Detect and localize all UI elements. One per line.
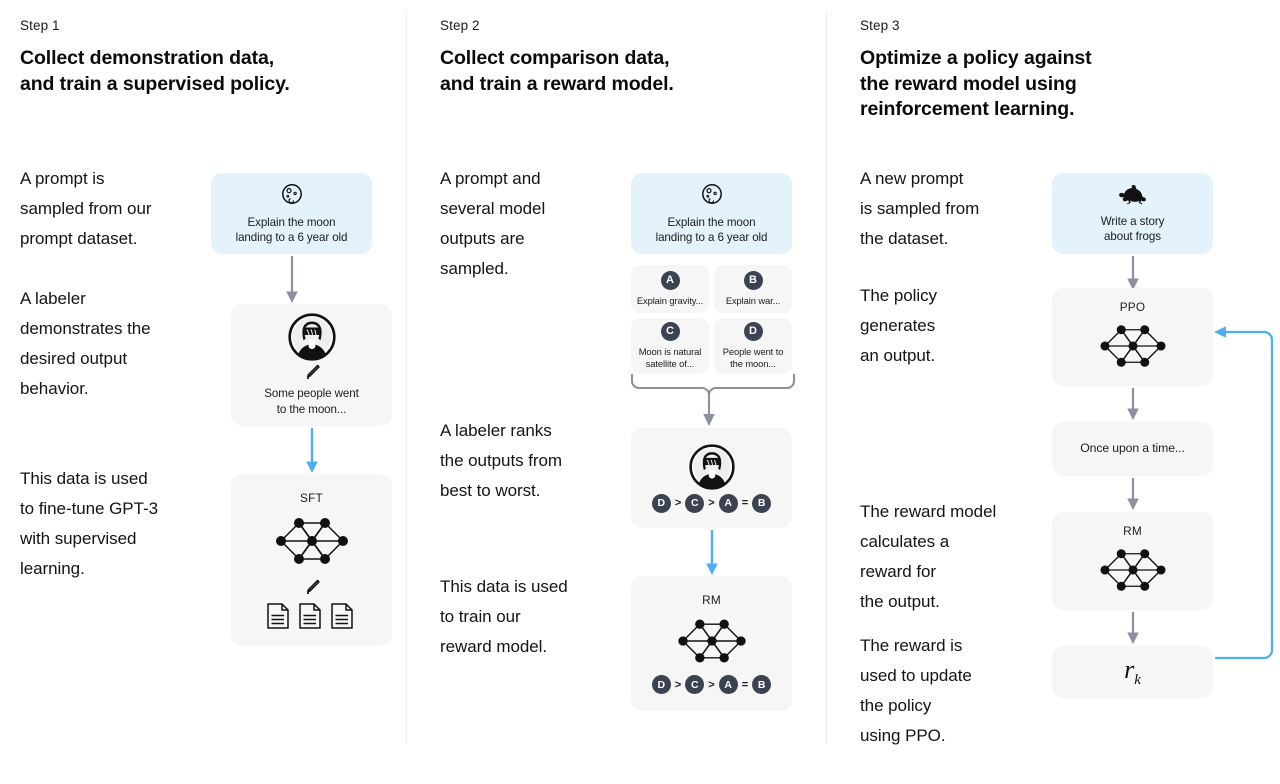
step-2-prompt-card[interactable]: Explain the moon landing to a 6 year old [631,173,792,254]
rank-op-1: > [674,678,682,691]
neural-network-icon [1095,542,1171,598]
option-text-a: Explain gravity... [636,295,704,306]
moon-icon [280,182,304,206]
step-3-header: Step 3 Optimize a policy against the rew… [860,17,1092,123]
ranking-row-rm: D > C > A = B [651,675,772,694]
option-badge-a: A [660,271,680,290]
step-2-header: Step 2 Collect comparison data, and trai… [440,17,674,97]
step-1-label: Step 1 [20,18,60,33]
sft-card-title: SFT [300,490,323,505]
feedback-loop-arrow [1214,326,1274,660]
reward-value: rk [1124,655,1141,689]
step-2-body-2: A labeler ranks the outputs from best to… [440,421,563,500]
arrow-gray-down [1127,256,1139,290]
rank-badge-4: B [752,675,772,694]
step-1-labeler-card[interactable]: Some people went to the moon... [231,304,392,426]
step-3-title: Optimize a policy against the reward mod… [860,47,1092,120]
step-3-prompt-card[interactable]: Write a story about frogs [1052,173,1213,254]
rank-badge-4: B [752,493,772,513]
arrow-gray-down [286,256,298,303]
reward-value-sub: k [1134,672,1141,689]
rank-op-2: > [708,678,715,691]
column-step-3: Step 3 Optimize a policy against the rew… [860,0,1280,784]
step-3-body-2: The policy generates an output. [860,286,937,365]
column-step-1: Step 1 Collect demonstration data, and t… [20,0,406,784]
neural-network-icon [1095,318,1171,374]
column-step-2: Step 2 Collect comparison data, and trai… [440,0,826,784]
arrow-blue-down [306,428,318,473]
arrow-gray-down [1127,388,1139,420]
step-3-reward-model-card[interactable]: RM [1052,512,1213,610]
step-1-labeler-text: Some people went to the moon... [264,387,359,416]
arrow-gray-down [1127,478,1139,510]
option-text-c: Moon is natural satellite of... [638,346,702,369]
option-card-d[interactable]: D People went to the moon... [714,318,792,374]
rm-card-title: RM [1123,524,1142,538]
step-1-body-3: This data is used to fine-tune GPT-3 wit… [20,469,159,578]
option-badge-d: D [743,322,763,341]
option-card-b[interactable]: B Explain war... [714,265,792,313]
step-1-prompt-card[interactable]: Explain the moon landing to a 6 year old [211,173,372,254]
reward-value-main: r [1124,654,1135,684]
column-divider-2 [826,12,827,744]
step-1-header: Step 1 Collect demonstration data, and t… [20,17,290,97]
step-3-body-1: A new prompt is sampled from the dataset… [860,169,980,248]
moon-icon [700,182,724,206]
step-3-output-card[interactable]: Once upon a time... [1052,422,1213,476]
pencil-icon [302,362,322,382]
option-text-d: People went to the moon... [722,346,784,369]
step-2-title: Collect comparison data, and train a rew… [440,47,674,95]
rank-badge-2: C [685,493,705,513]
neural-network-icon [271,510,353,572]
rank-op-3: = [741,497,749,509]
step-2-labeler-ranking-card[interactable]: D > C > A = B [631,428,792,528]
step-3-prompt-text: Write a story about frogs [1100,214,1165,244]
merge-brace-arrow [630,374,796,426]
ranking-row-labeler: D > C > A = B [651,493,772,513]
step-3-body-3: The reward model calculates a reward for… [860,502,997,611]
step-1-prompt-text: Explain the moon landing to a 6 year old [235,215,348,245]
step-1-sft-card[interactable]: SFT [231,474,392,646]
column-divider-1 [406,12,407,744]
arrow-blue-down [706,530,718,575]
rank-badge-1: D [651,675,671,694]
ppo-card-title: PPO [1119,300,1146,314]
arrow-gray-down [1127,612,1139,644]
documents-icon [266,602,358,630]
labeler-avatar-icon [688,443,735,490]
step-3-ppo-card[interactable]: PPO [1052,288,1213,386]
rank-badge-2: C [685,675,705,694]
step-1-body-1: A prompt is sampled from our prompt data… [20,169,152,248]
rank-badge-3: A [718,675,738,694]
rank-op-3: = [741,678,749,691]
step-2-prompt-text: Explain the moon landing to a 6 year old [655,215,768,245]
rank-op-2: > [708,497,715,509]
step-2-reward-model-card[interactable]: RM [631,576,792,711]
step-2-body-3: This data is used to train our reward mo… [440,577,568,656]
step-1-title: Collect demonstration data, and train a … [20,47,290,95]
option-card-c[interactable]: C Moon is natural satellite of... [631,318,709,374]
frog-icon [1118,183,1148,205]
step-3-label: Step 3 [860,18,900,33]
option-card-a[interactable]: A Explain gravity... [631,265,709,313]
step-1-body-2: A labeler demonstrates the desired outpu… [20,289,151,398]
pencil-icon [302,577,322,597]
step-3-reward-value-card[interactable]: rk [1052,646,1213,698]
option-text-b: Explain war... [725,295,781,306]
neural-network-icon [673,612,751,670]
rm-card-title: RM [702,593,721,607]
step-3-body-4: The reward is used to update the policy … [860,636,972,745]
step-2-label: Step 2 [440,18,480,33]
option-badge-b: B [743,271,763,290]
step-2-body-1: A prompt and several model outputs are s… [440,169,546,278]
rank-op-1: > [674,497,682,509]
step-3-output-text: Once upon a time... [1080,441,1185,456]
labeler-avatar-icon [287,313,336,361]
option-badge-c: C [660,322,680,341]
rank-badge-3: A [718,493,738,513]
rank-badge-1: D [651,493,671,513]
